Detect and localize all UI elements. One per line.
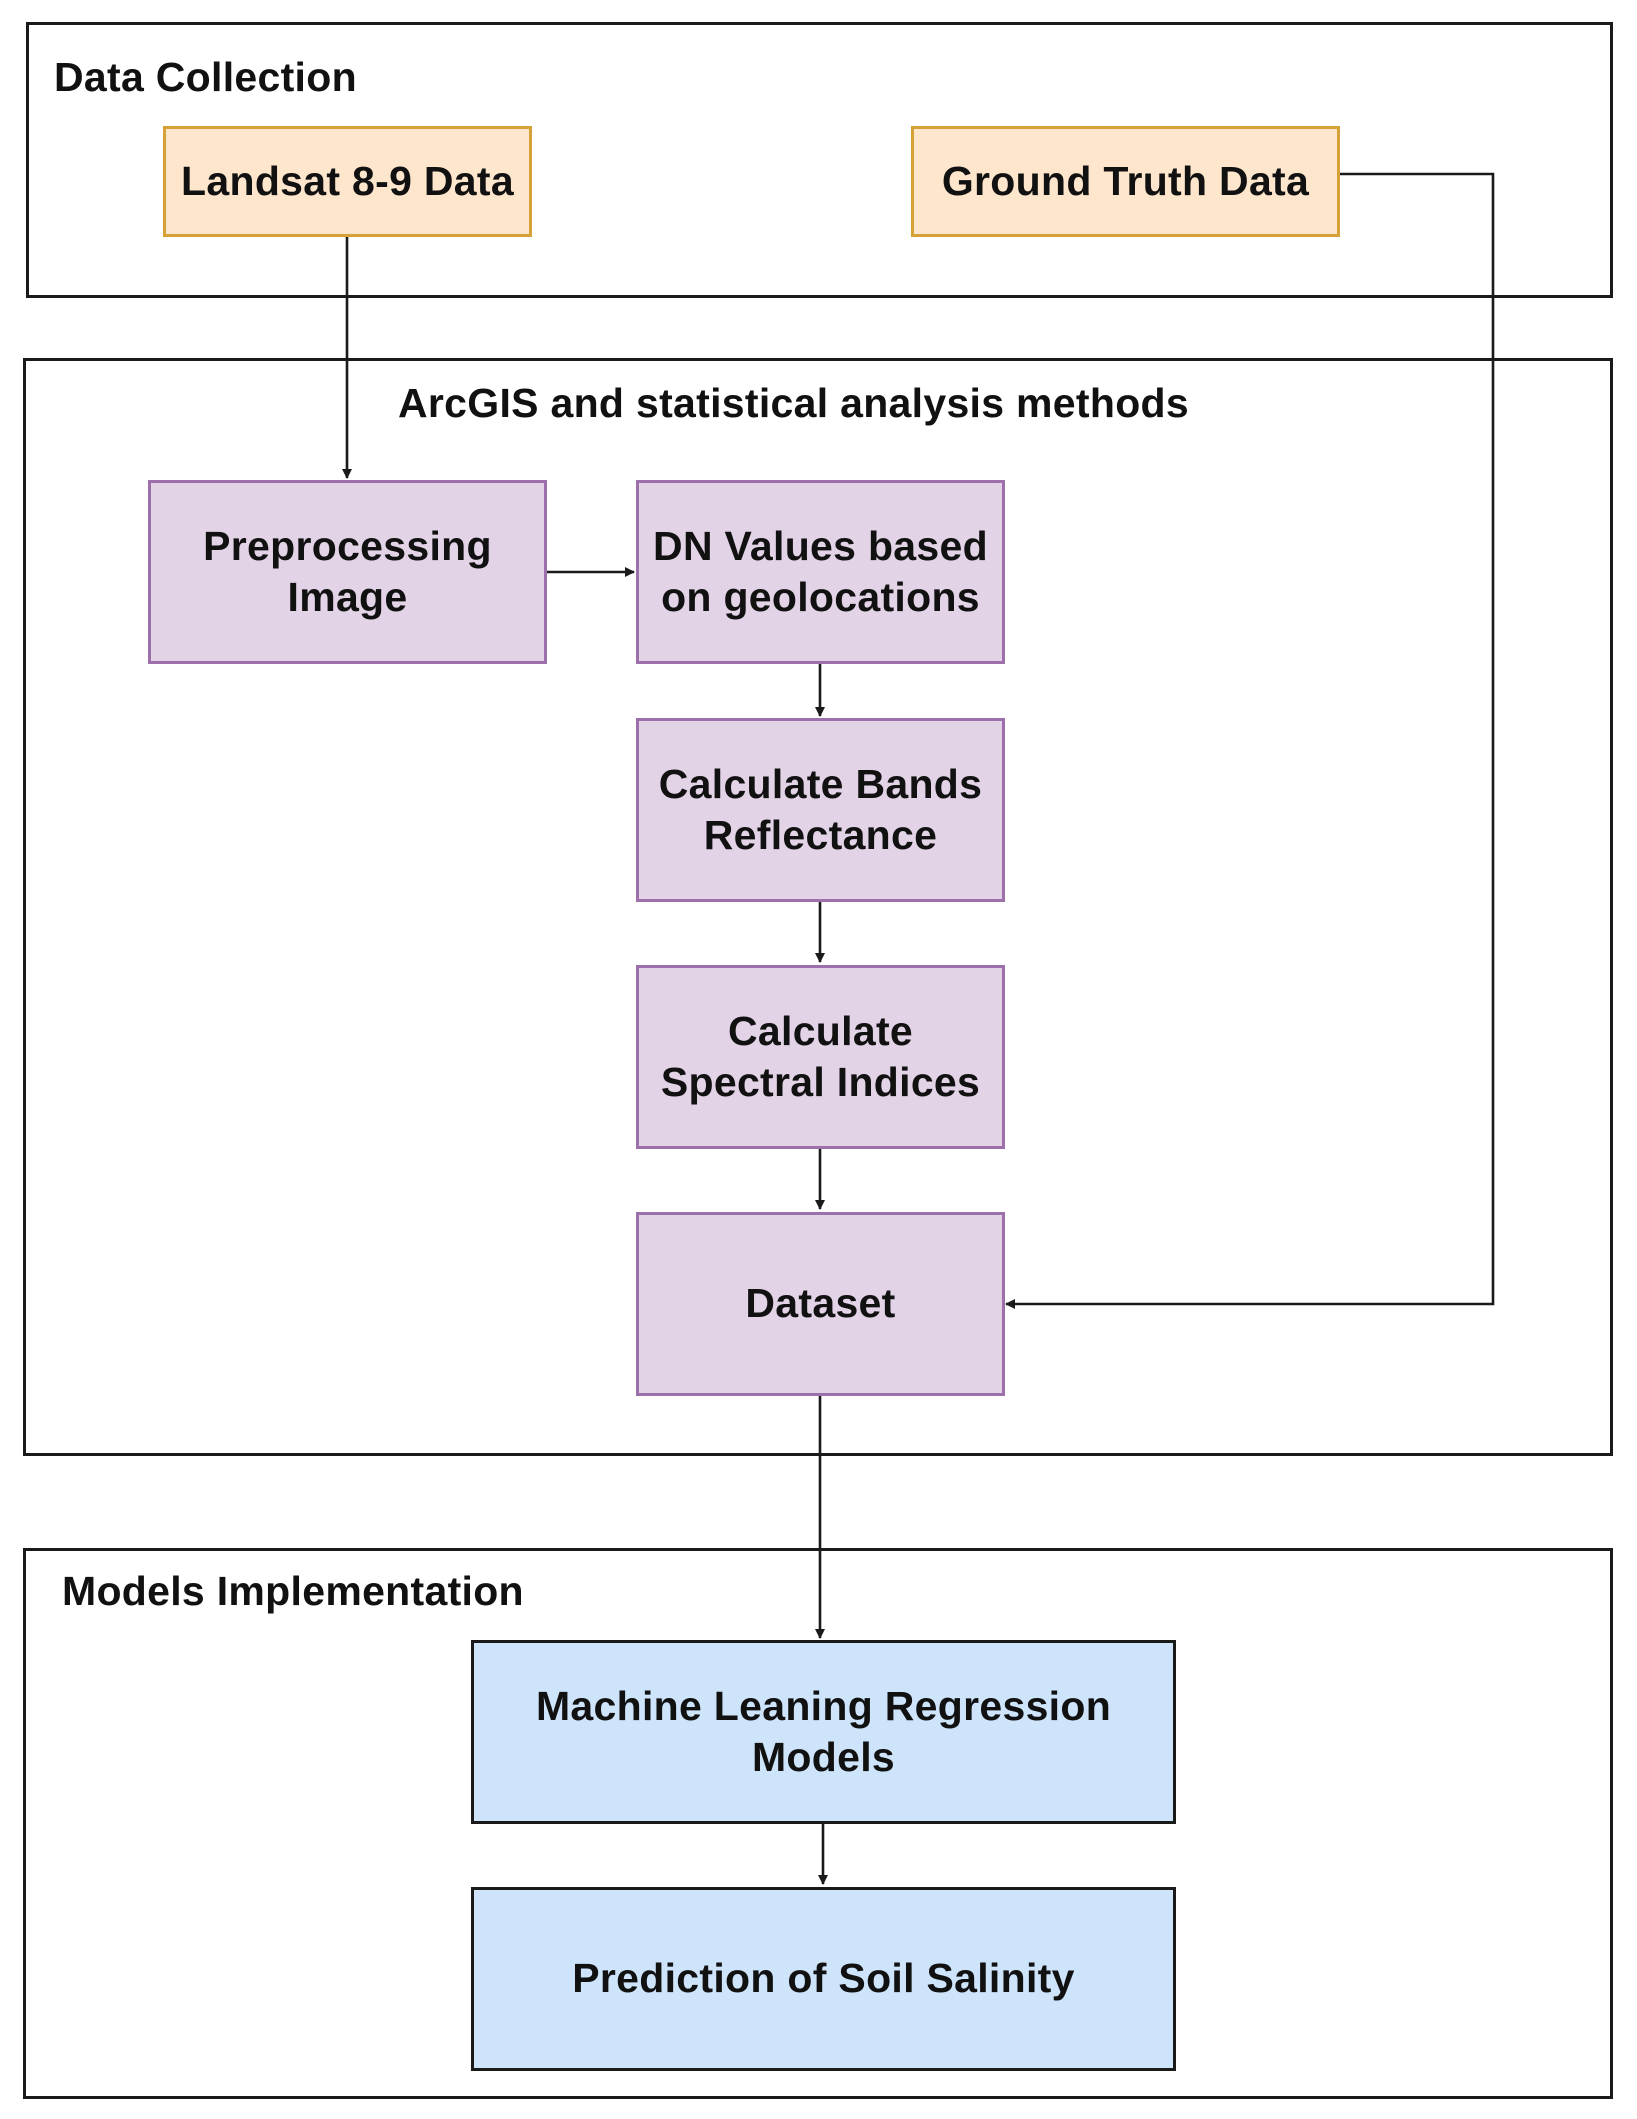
dn-values-label: DN Values based on geolocations [653, 522, 988, 620]
ml-regression-models-label: Machine Leaning Regression Models [535, 1682, 1112, 1780]
dataset-node: Dataset [636, 1212, 1005, 1396]
landsat-data-node: Landsat 8-9 Data [163, 126, 532, 237]
ground-truth-data-node: Ground Truth Data [911, 126, 1340, 237]
soil-salinity-prediction-label: Prediction of Soil Salinity [572, 1955, 1075, 2002]
models-title: Models Implementation [62, 1568, 524, 1614]
bands-reflectance-node: Calculate Bands Reflectance [636, 718, 1005, 902]
soil-salinity-prediction-node: Prediction of Soil Salinity [471, 1887, 1176, 2071]
spectral-indices-label: Calculate Spectral Indices [660, 1007, 981, 1105]
data-collection-section [26, 22, 1613, 298]
analysis-section [23, 358, 1613, 1456]
dataset-label: Dataset [745, 1280, 896, 1327]
preprocessing-image-label: Preprocessing Image [203, 522, 492, 620]
models-section [23, 1548, 1613, 2099]
dn-values-node: DN Values based on geolocations [636, 480, 1005, 664]
preprocessing-image-node: Preprocessing Image [148, 480, 547, 664]
spectral-indices-node: Calculate Spectral Indices [636, 965, 1005, 1149]
analysis-title: ArcGIS and statistical analysis methods [398, 380, 1189, 426]
ml-regression-models-node: Machine Leaning Regression Models [471, 1640, 1176, 1824]
bands-reflectance-label: Calculate Bands Reflectance [658, 760, 983, 858]
landsat-data-label: Landsat 8-9 Data [181, 157, 514, 204]
ground-truth-data-label: Ground Truth Data [941, 157, 1310, 204]
data-collection-title: Data Collection [54, 54, 357, 100]
